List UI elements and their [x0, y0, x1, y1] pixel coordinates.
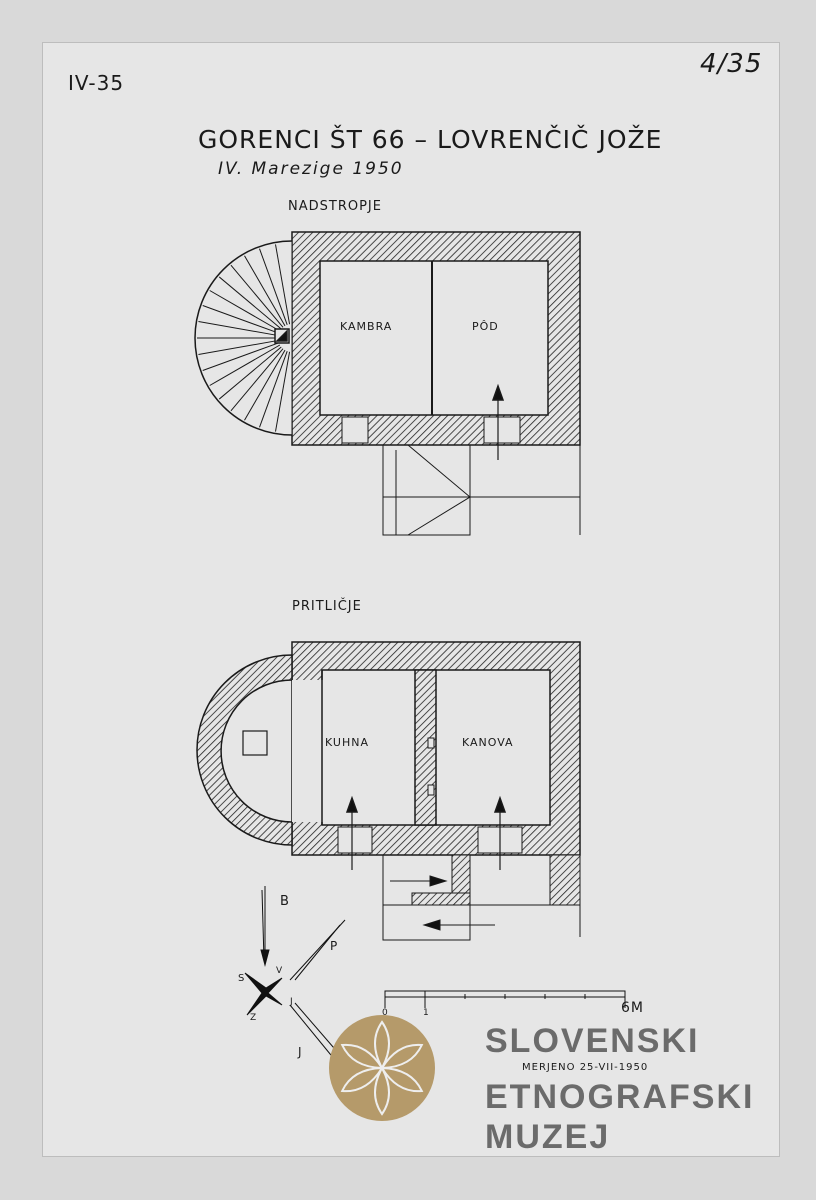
stair-tread [275, 244, 291, 325]
logo-petal [374, 1020, 390, 1071]
logo-petal [374, 1065, 390, 1116]
room-label: KANOVA [462, 736, 514, 749]
stair-tread [198, 321, 279, 337]
stair-tread [218, 276, 282, 330]
stair-tread [230, 348, 284, 412]
compass-label: Z [250, 1013, 258, 1023]
logo-petal [340, 1043, 384, 1070]
stair-tread [202, 305, 280, 334]
drawing-title: GORENCI ŠT 66 – LOVRENČIČ JOŽE [198, 125, 663, 154]
upper-floor-label: NADSTROPJE [288, 199, 382, 214]
logo-petal [340, 1066, 384, 1093]
drawing-sheet [42, 42, 780, 1157]
stair-tread [230, 264, 284, 328]
scale-label: 0 [382, 1008, 389, 1018]
stair-tread [198, 339, 279, 355]
scale-label: 1 [423, 1008, 430, 1018]
ground-floor-label: PRITLIČJE [292, 599, 362, 614]
compass-wind-label: J [298, 1045, 303, 1059]
museum-logo [329, 1015, 435, 1121]
room-label: KAMBRA [340, 320, 393, 333]
compass-rose [244, 886, 346, 1061]
scale-label: 6M [621, 1000, 644, 1016]
compass-wind-label: P [330, 939, 339, 953]
stair-tread [275, 351, 291, 432]
entrance-stair-ground [382, 854, 581, 941]
watermark-line: MUZEJ [485, 1118, 611, 1156]
room-label: PÔD [472, 320, 499, 333]
upper-floor-plan [194, 231, 581, 536]
spiral-stair [194, 240, 293, 436]
logo-petal [380, 1043, 424, 1070]
compass-label: V [276, 966, 284, 976]
measured-date: MERJENO 25-VII-1950 [522, 1062, 649, 1073]
drawing-subtitle: IV. Marezige 1950 [218, 159, 404, 179]
stair-tread [259, 350, 288, 428]
entrance-stair-upper [382, 444, 581, 536]
stair-tread [244, 255, 286, 327]
room-label: KUHNA [325, 736, 369, 749]
watermark-line: ETNOGRAFSKI [485, 1078, 755, 1116]
stair-tread [259, 248, 288, 326]
watermark-line: SLOVENSKI [485, 1022, 700, 1060]
stair-tread [244, 349, 286, 421]
compass-label: J [290, 997, 294, 1007]
stair-tread [202, 342, 280, 371]
compass-label: S [238, 973, 246, 984]
stair-tread [209, 344, 281, 386]
catalog-number-right: 4/35 [700, 49, 763, 79]
logo-petal [380, 1066, 424, 1093]
compass-north-label: B [280, 894, 290, 909]
stair-tread [209, 290, 281, 332]
ground-floor-plan [196, 641, 581, 941]
catalog-number-left: IV-35 [68, 71, 125, 95]
scale-bar [384, 990, 626, 1008]
stair-tread [218, 346, 282, 400]
